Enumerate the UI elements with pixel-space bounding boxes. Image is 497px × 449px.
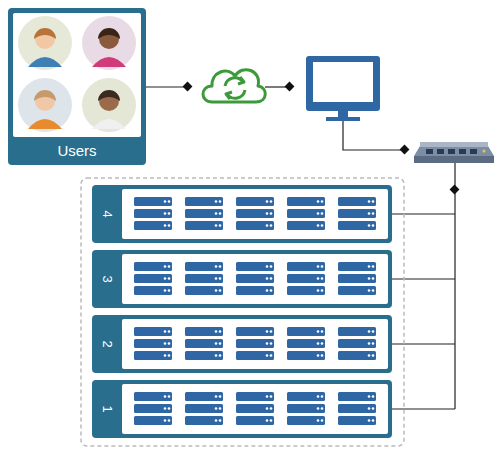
panel-label: Users bbox=[8, 139, 146, 163]
server-rack: 4 bbox=[92, 185, 392, 243]
server-rack: 2 bbox=[92, 315, 392, 373]
users-panel: Users bbox=[8, 8, 146, 165]
network-switch-icon bbox=[414, 142, 494, 163]
server-group-outline bbox=[81, 178, 404, 446]
server-units bbox=[92, 185, 392, 243]
rack-number: 2 bbox=[99, 340, 115, 347]
server-units bbox=[92, 315, 392, 373]
server-rack: 3 bbox=[92, 250, 392, 308]
monitor-icon bbox=[306, 56, 380, 121]
server-units bbox=[92, 380, 392, 438]
rack-number: 4 bbox=[99, 210, 115, 217]
server-units bbox=[92, 250, 392, 308]
rack-number: 1 bbox=[99, 405, 115, 412]
avatar-group bbox=[8, 8, 146, 165]
rack-number: 3 bbox=[99, 275, 115, 282]
cloud-icon bbox=[203, 70, 265, 102]
server-rack: 1 bbox=[92, 380, 392, 438]
